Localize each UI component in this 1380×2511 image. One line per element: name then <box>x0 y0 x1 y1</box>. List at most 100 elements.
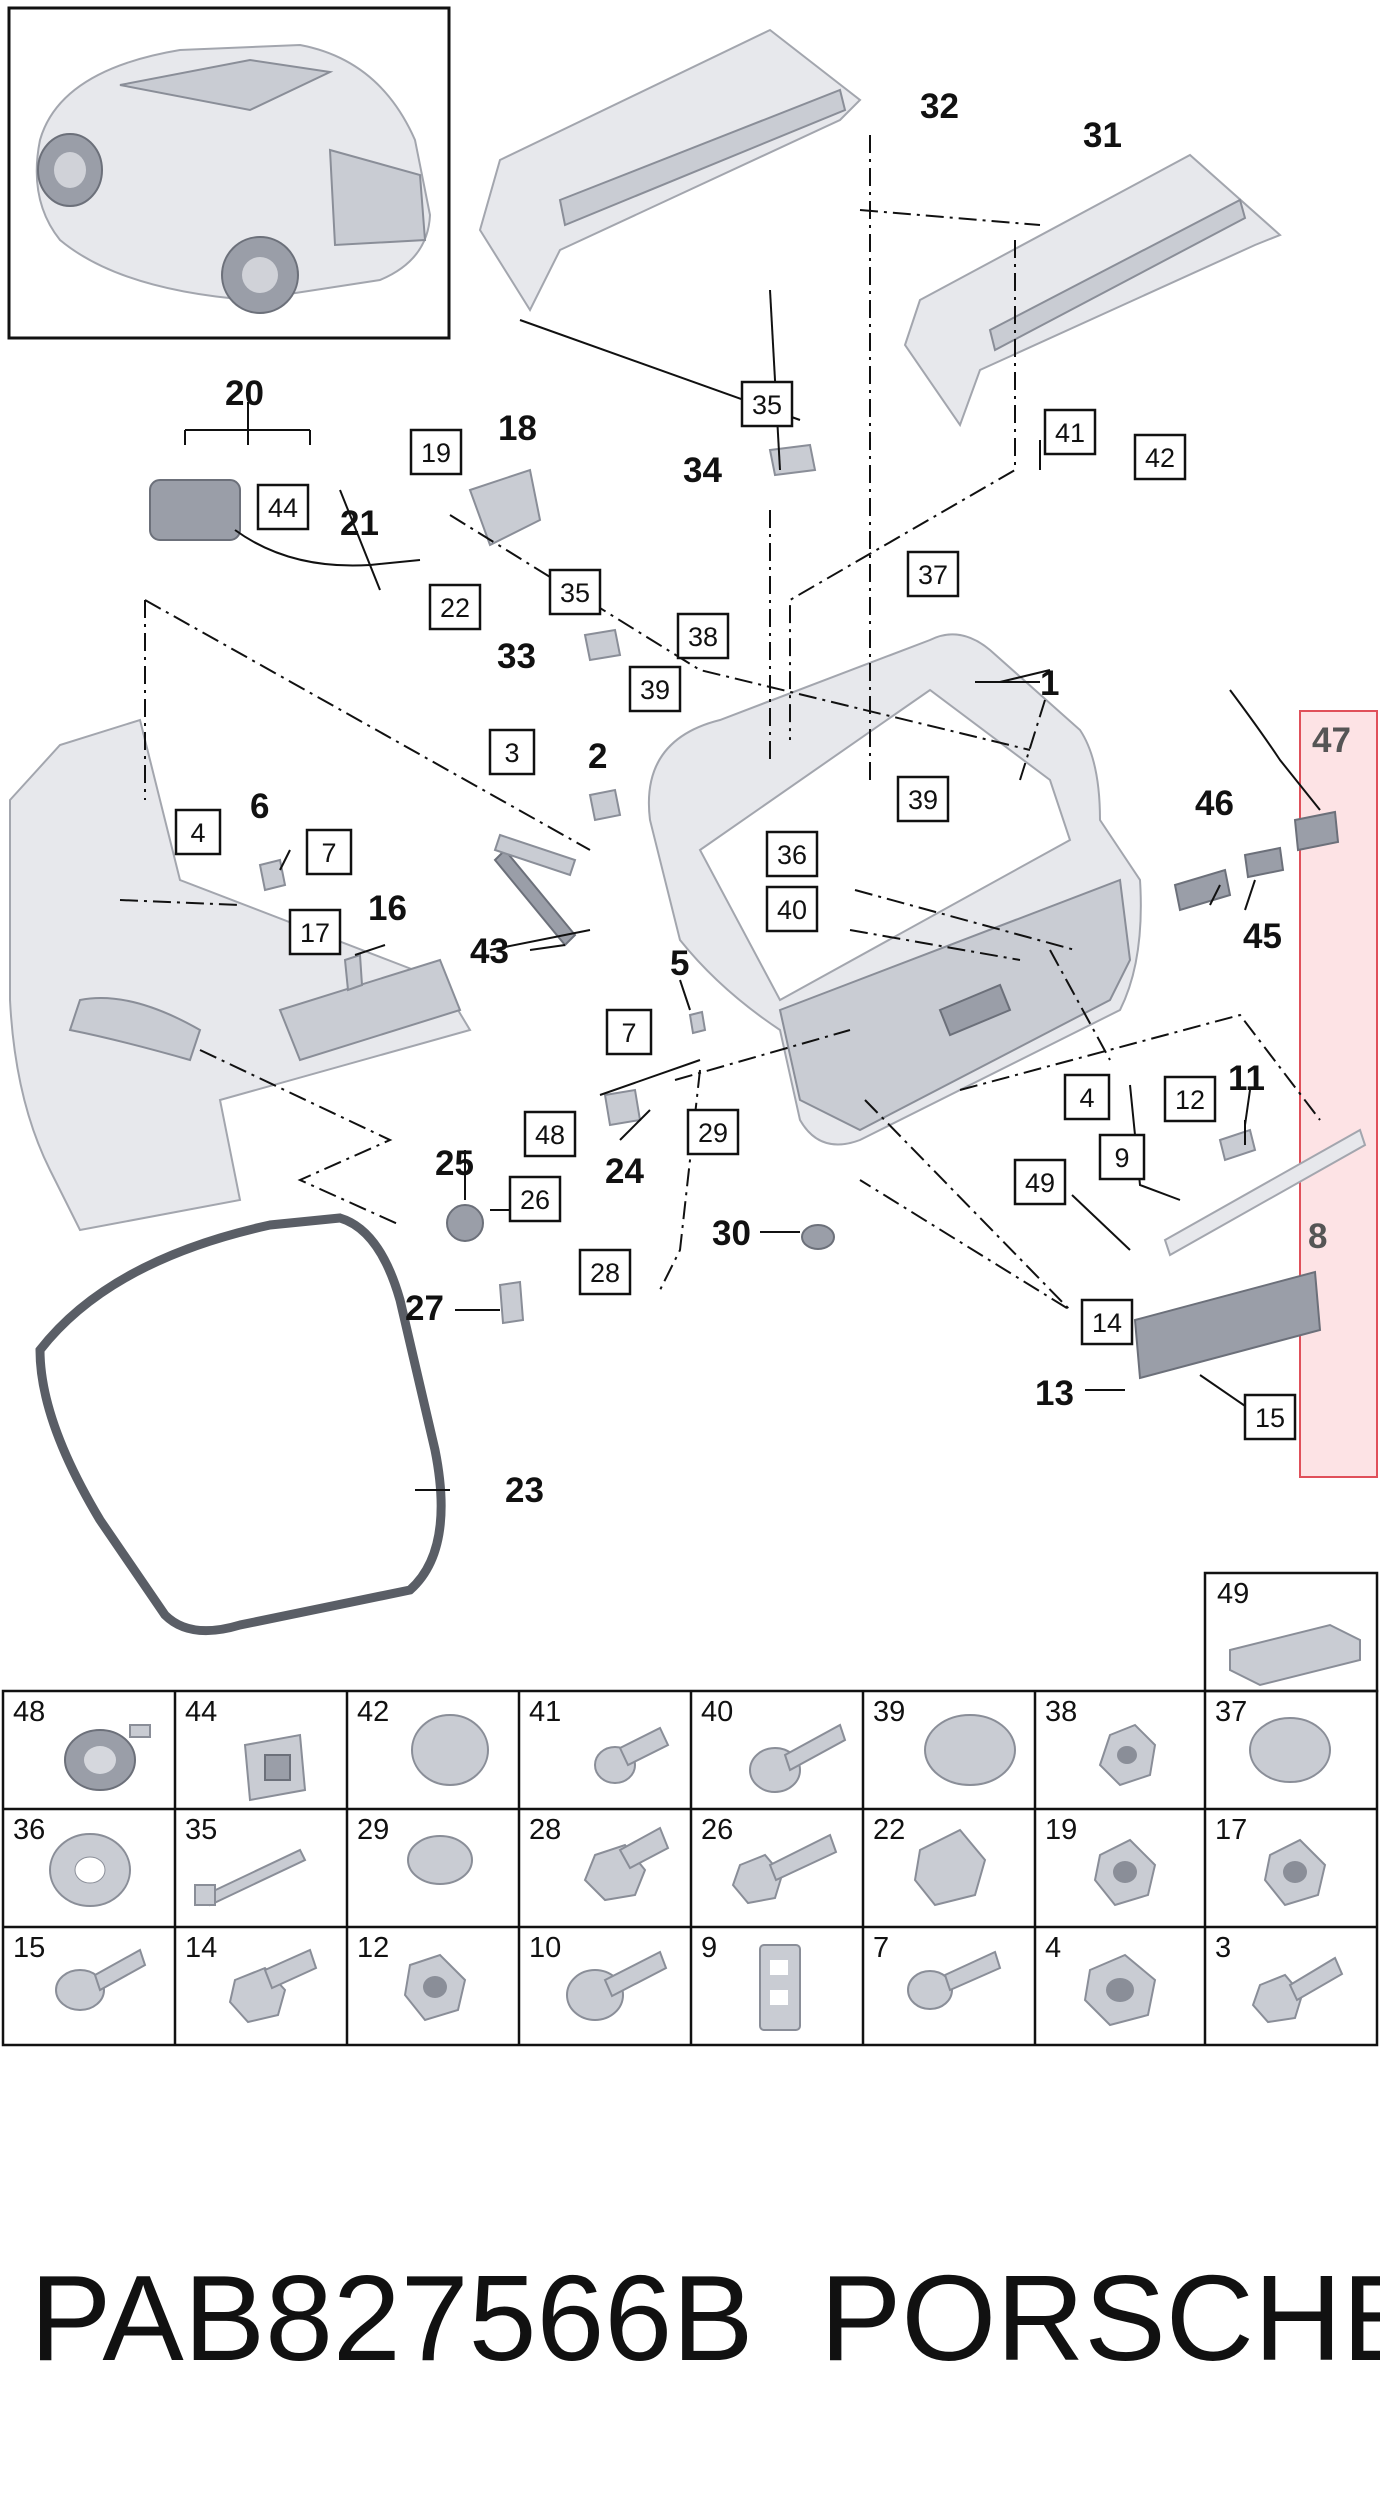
table-cell-number: 22 <box>873 1814 905 1846</box>
table-cell-number: 40 <box>701 1696 733 1728</box>
callout-18: 18 <box>498 409 537 448</box>
svg-text:7: 7 <box>621 1018 636 1048</box>
svg-text:29: 29 <box>698 1118 728 1148</box>
part-29-icon <box>407 1835 473 1885</box>
part-14-icon <box>228 1948 318 2024</box>
callout-45: 45 <box>1243 917 1282 956</box>
table-cell-number: 38 <box>1045 1696 1077 1728</box>
callout-25: 25 <box>435 1144 474 1183</box>
small-parts <box>149 443 1367 1380</box>
vehicle-body-part <box>9 718 472 1232</box>
part-number: PAB827566B <box>30 2250 754 2386</box>
brand-name: PORSCHE <box>820 2250 1380 2386</box>
svg-text:3: 3 <box>504 738 519 768</box>
svg-text:7: 7 <box>321 838 336 868</box>
callout-13: 13 <box>1035 1374 1074 1413</box>
callout-16: 16 <box>368 889 407 928</box>
svg-text:42: 42 <box>1145 443 1175 473</box>
part-3-icon <box>1251 1956 1344 2024</box>
part-19-icon <box>1093 1838 1157 1907</box>
table-cell-number: 3 <box>1215 1932 1231 1964</box>
part-36-icon <box>49 1833 131 1907</box>
table-cell-number: 9 <box>701 1932 717 1964</box>
svg-text:39: 39 <box>640 675 670 705</box>
svg-text:38: 38 <box>688 622 718 652</box>
svg-text:40: 40 <box>777 895 807 925</box>
svg-text:26: 26 <box>520 1185 550 1215</box>
svg-text:44: 44 <box>268 493 298 523</box>
part-15-icon <box>55 1948 147 2011</box>
svg-text:37: 37 <box>918 560 948 590</box>
svg-text:35: 35 <box>752 390 782 420</box>
part-4-icon <box>1083 1953 1157 2027</box>
callout-34: 34 <box>683 451 722 490</box>
table-cell-number: 37 <box>1215 1696 1247 1728</box>
boxed-callouts: 3 4 4 7 7 9 12 14 15 17 19 22 26 28 29 3… <box>174 380 1297 1441</box>
fastener-table: 49 48 44 42 41 40 39 38 37 36 35 29 28 2… <box>1 1571 1379 2047</box>
table-cell-number: 28 <box>529 1814 561 1846</box>
table-cell-number: 14 <box>185 1932 217 1964</box>
part-22-icon <box>913 1828 987 1907</box>
table-cell-number: 19 <box>1045 1814 1077 1846</box>
part-40-icon <box>749 1723 847 1793</box>
callout-46: 46 <box>1195 784 1234 823</box>
callout-27: 27 <box>405 1289 444 1328</box>
svg-text:35: 35 <box>560 578 590 608</box>
table-cell-number: 44 <box>185 1696 217 1728</box>
part-10-icon <box>566 1950 668 2021</box>
part-48-icon <box>64 1724 151 1791</box>
table-cell-number: 4 <box>1045 1932 1061 1964</box>
callout-21: 21 <box>340 504 379 543</box>
part-17-icon <box>1263 1838 1327 1907</box>
table-cell-number: 35 <box>185 1814 217 1846</box>
table-cell-number: 26 <box>701 1814 733 1846</box>
callout-1: 1 <box>1040 664 1059 703</box>
table-cell-number: 15 <box>13 1932 45 1964</box>
part-7-icon <box>907 1950 1002 2010</box>
table-cell-number: 42 <box>357 1696 389 1728</box>
vehicle-inset <box>7 6 451 340</box>
table-cell-number: 41 <box>529 1696 561 1728</box>
svg-text:12: 12 <box>1175 1085 1205 1115</box>
part-12-icon <box>403 1953 467 2022</box>
solid-leaders <box>184 289 1256 1491</box>
svg-text:17: 17 <box>300 918 330 948</box>
part-37-icon <box>1249 1717 1331 1783</box>
table-cell-number: 48 <box>13 1696 45 1728</box>
part-35-icon <box>194 1848 307 1907</box>
callout-5: 5 <box>670 944 689 983</box>
callout-30: 30 <box>712 1214 751 1253</box>
part-49-icon <box>1229 1623 1361 1687</box>
callout-8: 8 <box>1308 1217 1327 1256</box>
part-38-icon <box>1098 1723 1157 1787</box>
part-39-icon <box>924 1714 1016 1786</box>
svg-text:39: 39 <box>908 785 938 815</box>
svg-text:48: 48 <box>535 1120 565 1150</box>
callout-31: 31 <box>1083 116 1122 155</box>
tailgate-seal-part <box>35 1213 446 1636</box>
callouts: 1 2 5 6 8 11 13 16 18 20 21 23 24 25 27 … <box>225 87 1351 1510</box>
part-28-icon <box>583 1826 670 1902</box>
table-cell-number: 49 <box>1217 1578 1249 1610</box>
table-cell-number: 29 <box>357 1814 389 1846</box>
part-26-icon <box>731 1833 838 1905</box>
callout-6: 6 <box>250 787 269 826</box>
table-cell-number: 17 <box>1215 1814 1247 1846</box>
table-cell-number: 36 <box>13 1814 45 1846</box>
tailgate-part <box>647 633 1142 1146</box>
upper-spoiler-part <box>478 28 862 313</box>
callout-32: 32 <box>920 87 959 126</box>
svg-text:28: 28 <box>590 1258 620 1288</box>
table-cell-number: 39 <box>873 1696 905 1728</box>
svg-text:14: 14 <box>1092 1308 1122 1338</box>
svg-text:22: 22 <box>440 593 470 623</box>
table-cell-number: 7 <box>873 1932 889 1964</box>
callout-24: 24 <box>605 1152 644 1191</box>
svg-text:4: 4 <box>1079 1083 1094 1113</box>
callout-2: 2 <box>588 737 607 776</box>
rear-spoiler-part <box>903 153 1282 428</box>
svg-text:9: 9 <box>1114 1143 1129 1173</box>
dash-leaders <box>119 135 1321 1311</box>
callout-33: 33 <box>497 637 536 676</box>
